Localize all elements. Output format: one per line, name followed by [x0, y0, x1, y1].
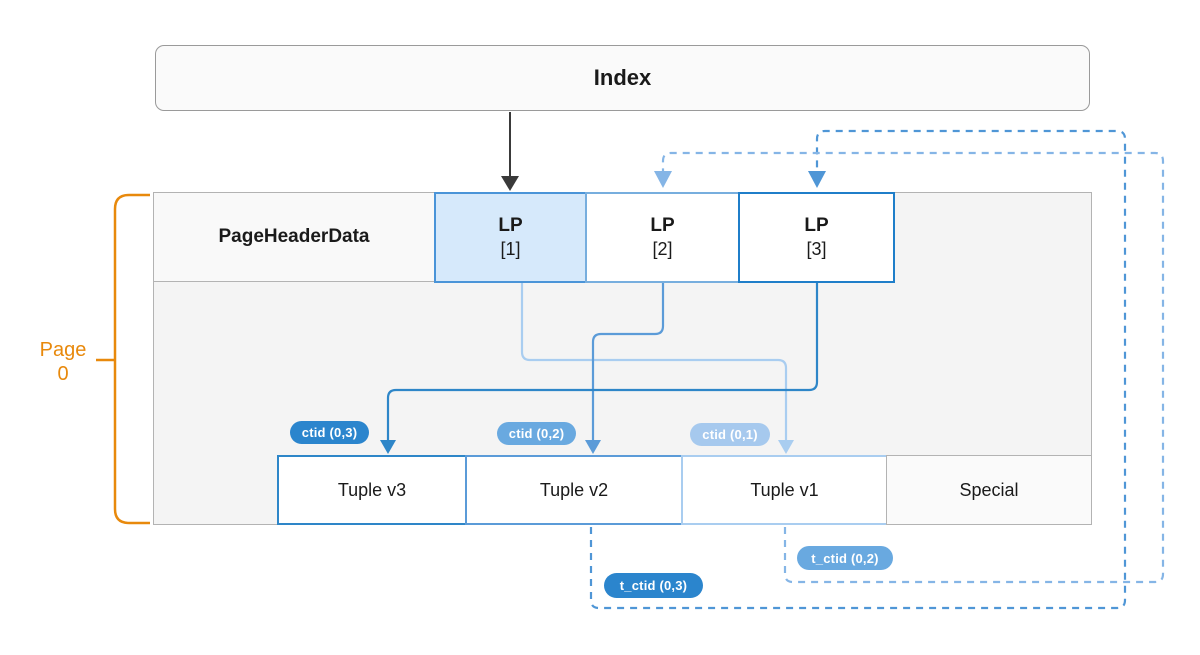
tuple-v2-to-lp3-arrowhead-icon [808, 171, 826, 188]
index-box: Index [155, 45, 1090, 111]
page-label: Page 0 [26, 338, 100, 386]
lp-2-index: [2] [652, 239, 673, 260]
page-bracket [113, 193, 150, 525]
index-label: Index [593, 65, 652, 90]
tuple-v3-label: Tuple v3 [337, 479, 407, 500]
t-ctid-0-3-badge: t_ctid (0,3) [604, 573, 703, 598]
tuple-v1-to-lp2-arrowhead-icon [654, 171, 672, 188]
ctid-0-2-badge: ctid (0,2) [497, 422, 576, 445]
page-label-line2: 0 [57, 363, 69, 385]
tuple-v1-box: Tuple v1 [681, 455, 888, 525]
lp-3-index: [3] [806, 239, 827, 260]
lp-1-cell: LP [1] [434, 192, 587, 283]
lp-3-name: LP [804, 215, 829, 237]
lp-2-name: LP [650, 215, 675, 237]
page-header-label: PageHeaderData [218, 226, 370, 247]
special-box: Special [886, 455, 1092, 525]
t-ctid-0-2-badge: t_ctid (0,2) [797, 546, 893, 570]
tuple-v2-box: Tuple v2 [465, 455, 683, 525]
ctid-0-1-badge: ctid (0,1) [690, 423, 770, 446]
page-label-line1: Page [39, 339, 87, 361]
tuple-v3-box: Tuple v3 [277, 455, 467, 525]
page-header-cell: PageHeaderData [154, 193, 434, 282]
special-label: Special [959, 479, 1019, 500]
lp-1-name: LP [498, 215, 523, 237]
lp-1-index: [1] [500, 239, 521, 260]
lp-3-cell: LP [3] [738, 192, 895, 283]
lp-2-cell: LP [2] [585, 192, 740, 283]
ctid-0-3-badge: ctid (0,3) [290, 421, 369, 444]
tuple-v1-label: Tuple v1 [750, 479, 819, 500]
tuple-v2-label: Tuple v2 [539, 479, 609, 500]
index-to-lp1-arrowhead-icon [501, 176, 519, 191]
